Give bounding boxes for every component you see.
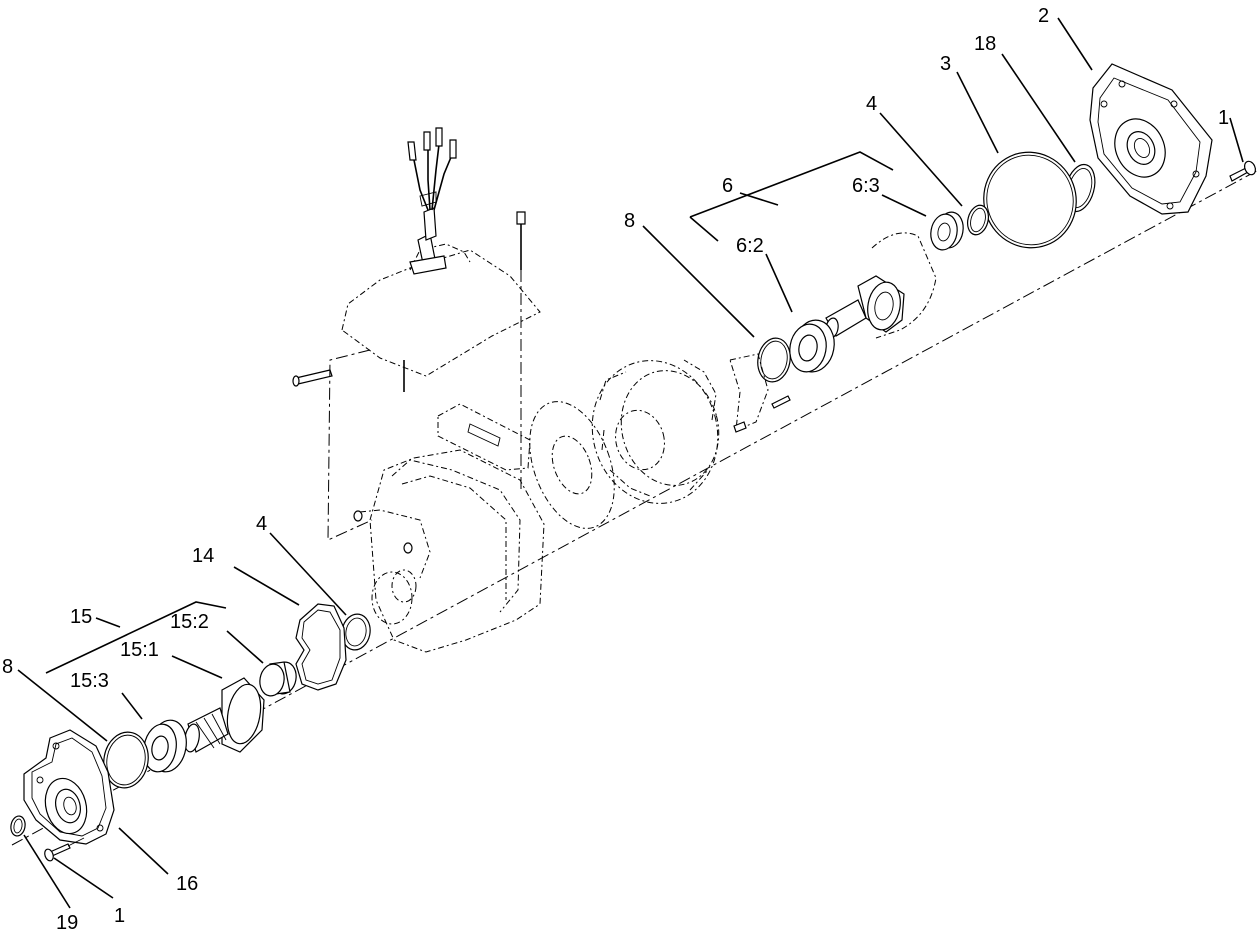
terminal-cover <box>341 127 541 392</box>
sensor-bracket <box>729 353 791 433</box>
label-15-1: 15:1 <box>120 639 159 661</box>
label-3: 3 <box>940 53 951 75</box>
gasket-disk <box>529 401 615 529</box>
o-ring-8-top <box>757 337 791 383</box>
bracket-15 <box>45 601 227 674</box>
bearing-6-2 <box>789 319 835 373</box>
shaft-15-1 <box>184 677 265 753</box>
label-8-bottom: 8 <box>2 656 13 678</box>
label-18: 18 <box>974 33 996 55</box>
part-labels: 1 2 3 18 4 6 6:3 6:2 8 4 14 15 15:2 15:1… <box>2 5 1229 934</box>
cover-screws <box>292 211 526 541</box>
gasket-plate <box>437 403 531 471</box>
label-15-2: 15:2 <box>170 611 209 633</box>
o-ring-large <box>983 151 1077 249</box>
pump-housing <box>353 449 545 653</box>
label-6-3: 6:3 <box>852 175 880 197</box>
label-6-2: 6:2 <box>736 235 764 257</box>
label-2: 2 <box>1038 5 1049 27</box>
end-cover <box>1089 63 1213 215</box>
label-14: 14 <box>192 545 214 567</box>
label-15: 15 <box>70 606 92 628</box>
o-ring-4-top <box>966 204 990 236</box>
gasket-14 <box>295 603 347 691</box>
label-15-3: 15:3 <box>70 670 109 692</box>
screw-top-right <box>1229 160 1257 182</box>
label-4-mid: 4 <box>256 513 267 535</box>
front-flange <box>23 729 115 845</box>
bearing-6-3 <box>930 211 964 251</box>
leader-lines <box>17 17 1244 909</box>
screw-bottom-left <box>44 837 85 862</box>
rotor-assembly <box>825 232 937 339</box>
stator <box>591 359 720 504</box>
label-19: 19 <box>56 912 78 934</box>
o-ring-8-bottom <box>103 731 149 789</box>
bearing-15-3 <box>143 719 187 773</box>
label-1-bottom: 1 <box>114 905 125 927</box>
label-4-top: 4 <box>866 93 877 115</box>
label-6: 6 <box>722 175 733 197</box>
seal-ring-19 <box>10 815 26 837</box>
label-1-top: 1 <box>1218 107 1229 129</box>
bushing-15-2 <box>259 661 297 697</box>
label-8-top: 8 <box>624 210 635 232</box>
label-16: 16 <box>176 873 198 895</box>
